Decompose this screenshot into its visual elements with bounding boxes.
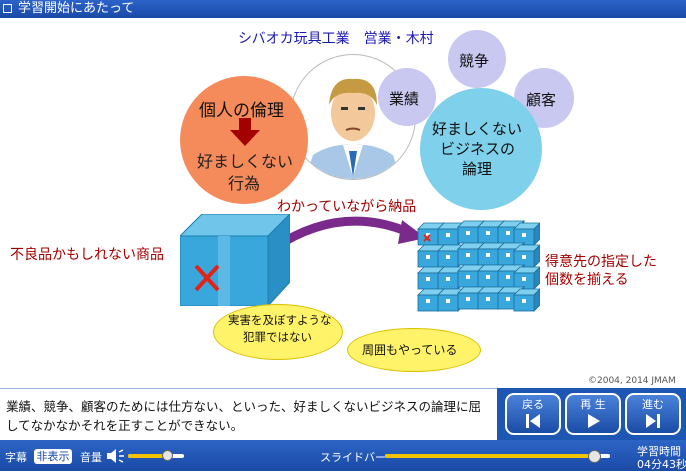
slide-progress-bar[interactable] — [385, 450, 610, 463]
down-arrow-icon — [230, 118, 260, 146]
person-icon — [305, 78, 401, 179]
window-icon — [3, 4, 12, 13]
play-icon — [588, 414, 600, 428]
control-bar: 字幕 非表示 音量 スライドバー 学習時間 04分43秒 — [0, 440, 686, 471]
target-label-line2: 個数を揃える — [545, 272, 629, 288]
target-label-line1: 得意先の指定した — [545, 254, 657, 270]
back-label: 戻る — [522, 398, 544, 411]
volume-knob[interactable] — [162, 450, 174, 461]
play-button[interactable]: 再 生 — [565, 393, 621, 435]
competition-label: 競争 — [459, 52, 490, 70]
title-bar: 学習開始にあたって — [0, 0, 686, 18]
slider-label: スライドバー — [320, 451, 386, 464]
volume-fill — [128, 454, 168, 458]
competition-bubble — [448, 30, 506, 88]
performance-bubble — [378, 68, 436, 126]
speaker-icon[interactable] — [106, 448, 126, 464]
undesirable-line1: 好ましくない — [197, 152, 294, 171]
slide-progress-fill — [385, 454, 595, 458]
skip-forward-icon — [646, 414, 660, 428]
navigation-panel: 戻る 再 生 進む — [497, 388, 686, 440]
defective-product-box — [180, 214, 290, 306]
personal-ethics-title: 個人の倫理 — [199, 101, 284, 121]
company-label: シバオカ玩具工業 営業・木村 — [238, 31, 434, 47]
x-mark-icon — [194, 264, 220, 292]
study-time-value: 04分43秒 — [637, 458, 686, 471]
customer-label: 顧客 — [526, 91, 557, 109]
volume-label: 音量 — [80, 451, 102, 464]
performance-label: 業績 — [389, 90, 420, 108]
business-logic-line1: 好ましくない — [432, 120, 523, 138]
subtitle-toggle-button[interactable]: 非表示 — [34, 449, 72, 464]
copyright: ©2004, 2014 JMAM — [588, 376, 676, 386]
back-button[interactable]: 戻る — [505, 393, 561, 435]
rationalization-oval-1 — [213, 304, 343, 360]
window-title: 学習開始にあたって — [18, 1, 135, 16]
undesirable-line2: 行為 — [228, 174, 261, 193]
oval1-line1: 実害を及ぼすような — [228, 313, 332, 327]
play-label: 再 生 — [580, 398, 606, 411]
study-time-label: 学習時間 — [637, 445, 681, 458]
slide-area: シバオカ玩具工業 営業・木村 個人の倫理 好ましくない 行為 業績 競争 顧客 … — [0, 18, 686, 388]
subtitle-label: 字幕 — [5, 451, 27, 464]
next-button[interactable]: 進む — [625, 393, 681, 435]
stacked-boxes — [417, 220, 540, 312]
delivery-arrow-icon — [271, 216, 426, 252]
rationalization-oval-2 — [347, 328, 481, 372]
next-label: 進む — [642, 398, 664, 411]
oval1-line2: 犯罪ではない — [243, 330, 312, 344]
defective-label: 不良品かもしれない商品 — [10, 247, 164, 263]
volume-slider[interactable] — [128, 450, 184, 461]
skip-back-icon — [526, 414, 540, 428]
slide-progress-knob[interactable] — [588, 450, 602, 463]
business-logic-circle — [420, 88, 542, 210]
business-logic-line3: 論理 — [462, 160, 493, 178]
arrow-label: わかっていながら納品 — [277, 199, 417, 215]
oval2-text: 周囲もやっている — [362, 343, 458, 357]
subtitle-caption: 業績、競争、顧客のためには仕方ない、といった、好ましくないビジネスの論理に屈して… — [0, 388, 497, 440]
business-logic-line2: ビジネスの — [440, 140, 516, 158]
